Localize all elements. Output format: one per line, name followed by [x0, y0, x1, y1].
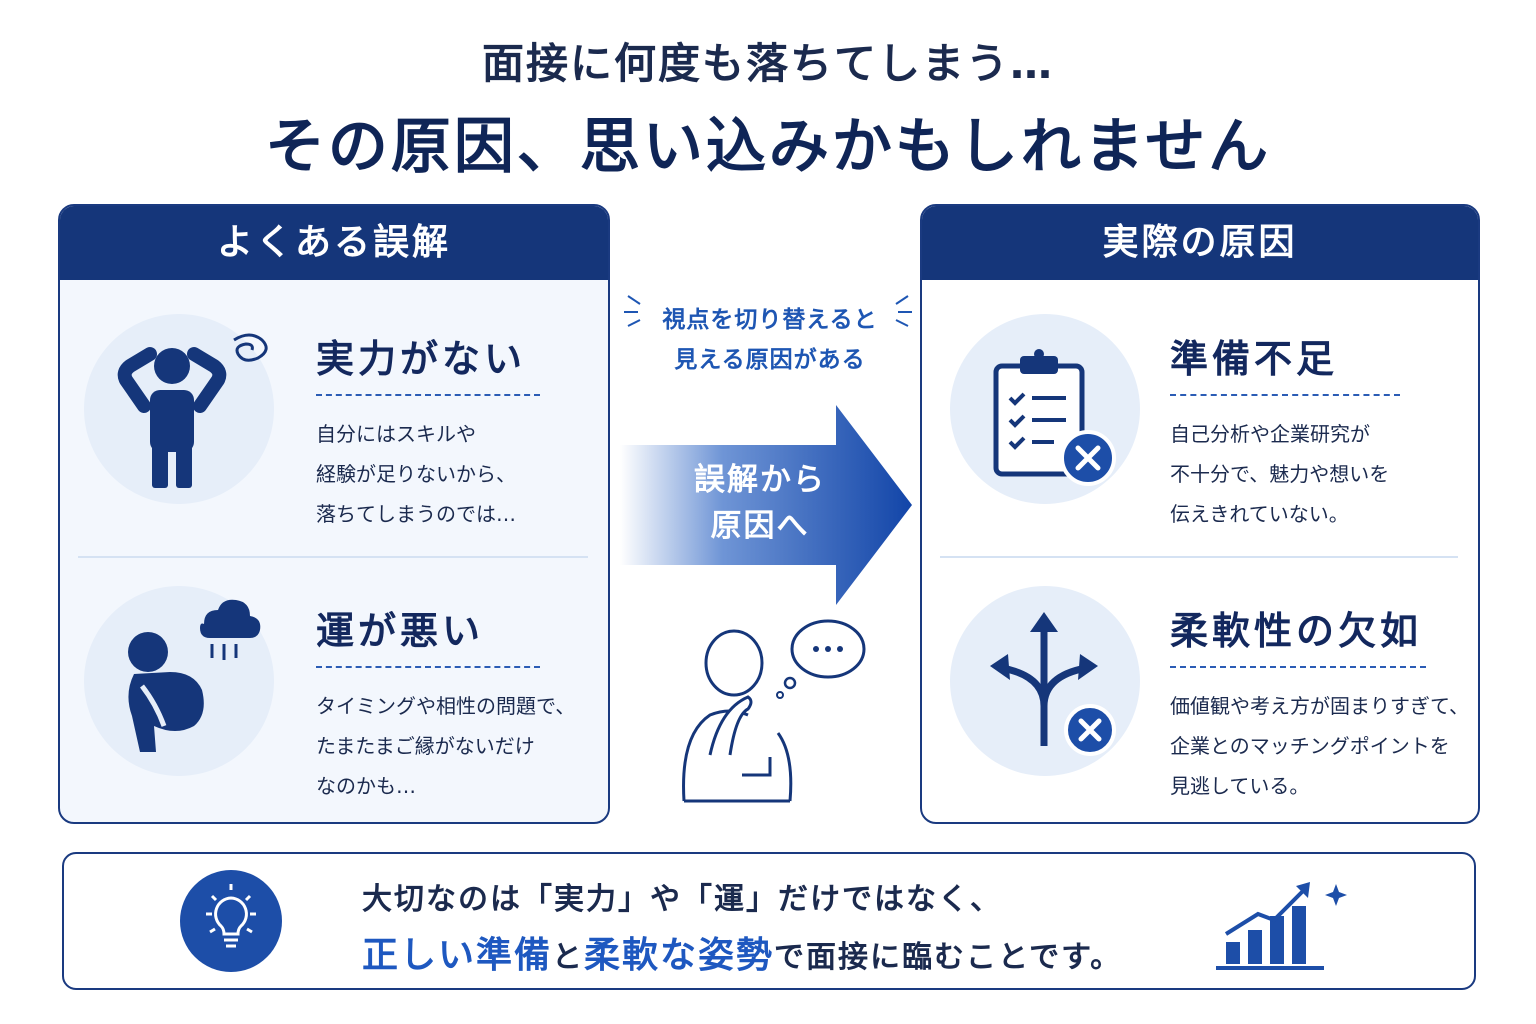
- description-line: 経験が足りないから、: [316, 462, 516, 486]
- clipboard-x-icon: [950, 314, 1140, 504]
- misconception-description: タイミングや相性の問題で、 たまたまご縁がないだけ なのかも…: [316, 686, 608, 806]
- arrow-label-line: 原因へ: [710, 508, 810, 544]
- section-divider: [940, 556, 1458, 558]
- misconception-title: 運が悪い: [316, 609, 485, 653]
- perspective-note: 視点を切り替えると 見える原因がある: [620, 300, 920, 380]
- arrow-label-line: 誤解から: [694, 462, 826, 498]
- misconceptions-heading: よくある誤解: [60, 206, 608, 280]
- transition-arrow: 誤解から 原因へ: [620, 405, 916, 605]
- dashed-divider: [1170, 666, 1426, 668]
- cause-item: 準備不足 自己分析や企業研究が 不十分で、魅力や想いを 伝えきれていない。: [922, 282, 1478, 552]
- highlight-flexibility: 柔軟な姿勢: [584, 935, 775, 976]
- description-line: 伝えきれていない。: [1170, 502, 1349, 526]
- description-line: 自己分析や企業研究が: [1170, 422, 1370, 446]
- sad-person-rain-icon: [84, 586, 274, 776]
- summary-line-2: 正しい準備と柔軟な姿勢で面接に臨むことです。: [362, 926, 1122, 978]
- description-line: タイミングや相性の問題で、: [316, 694, 576, 718]
- description-line: 落ちてしまうのでは…: [316, 502, 516, 526]
- growth-chart-icon: [1216, 882, 1347, 970]
- causes-heading: 実際の原因: [922, 206, 1478, 280]
- cause-title: 準備不足: [1170, 337, 1339, 381]
- description-line: 見逃している。: [1170, 774, 1310, 798]
- branching-arrows-x-icon: [950, 586, 1140, 776]
- misconceptions-panel: よくある誤解 実力がない 自分にはスキルや 経験が足りないから、: [58, 204, 610, 824]
- stressed-person-icon: [84, 314, 274, 504]
- note-line: 視点を切り替えると: [662, 307, 878, 333]
- dashed-divider: [316, 666, 540, 668]
- cause-description: 価値観や考え方が固まりすぎて、 企業とのマッチングポイントを 見逃している。: [1170, 686, 1470, 806]
- section-divider: [78, 556, 588, 558]
- causes-panel: 実際の原因 準備不足 自己分析や企業研究が 不十分で、魅力や想いを 伝えきれてい…: [920, 204, 1480, 824]
- lightbulb-icon: [180, 870, 282, 972]
- emphasis-lines-icon: [624, 295, 912, 327]
- headline-line-1: 面接に何度も落ちてしまう…: [481, 39, 1054, 88]
- description-line: 価値観や考え方が固まりすぎて、: [1170, 694, 1469, 718]
- cause-item: 柔軟性の欠如 価値観や考え方が固まりすぎて、 企業とのマッチングポイントを 見逃…: [922, 554, 1478, 822]
- description-line: 企業とのマッチングポイントを: [1170, 734, 1450, 758]
- misconception-description: 自分にはスキルや 経験が足りないから、 落ちてしまうのでは…: [316, 414, 608, 534]
- headline-line-2: その原因、思い込みかもしれません: [264, 112, 1272, 182]
- arrow-right-icon: [620, 405, 912, 605]
- thinking-person-icon: [682, 619, 866, 803]
- cause-description: 自己分析や企業研究が 不十分で、魅力や想いを 伝えきれていない。: [1170, 414, 1470, 534]
- summary-tail: で面接に臨むことです。: [774, 940, 1123, 975]
- description-line: たまたまご縁がないだけ: [316, 734, 535, 758]
- note-line: 見える原因がある: [674, 347, 866, 373]
- misconception-item: 運が悪い タイミングや相性の問題で、 たまたまご縁がないだけ なのかも…: [60, 554, 608, 822]
- description-line: なのかも…: [316, 774, 416, 798]
- cause-title: 柔軟性の欠如: [1170, 609, 1423, 653]
- dashed-divider: [316, 394, 540, 396]
- misconception-title: 実力がない: [316, 337, 527, 381]
- description-line: 不十分で、魅力や想いを: [1170, 462, 1390, 486]
- summary-box: 大切なのは「実力」や「運」だけではなく、 正しい準備と柔軟な姿勢で面接に臨むこと…: [62, 852, 1476, 990]
- summary-line-1: 大切なのは「実力」や「運」だけではなく、: [362, 882, 1002, 917]
- arrow-label: 誤解から 原因へ: [620, 457, 900, 549]
- dashed-divider: [1170, 394, 1400, 396]
- description-line: 自分にはスキルや: [316, 422, 476, 446]
- highlight-preparation: 正しい準備: [362, 935, 553, 976]
- summary-connector: と: [552, 940, 585, 975]
- misconception-item: 実力がない 自分にはスキルや 経験が足りないから、 落ちてしまうのでは…: [60, 282, 608, 552]
